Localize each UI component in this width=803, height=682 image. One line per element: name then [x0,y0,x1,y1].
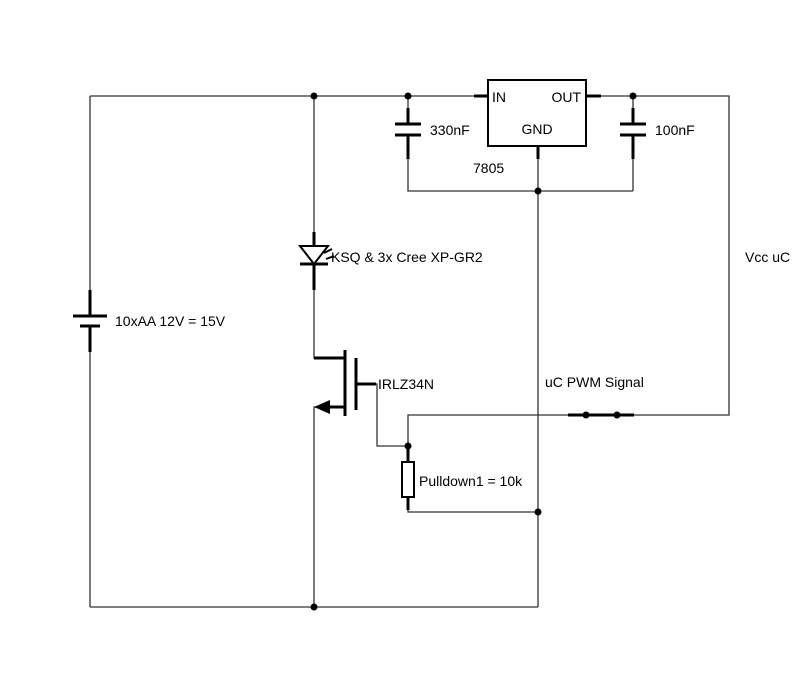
resistor-body [401,461,415,498]
led-label: KSQ & 3x Cree XP-GR2 [331,249,483,265]
pwm-signal-label: uC PWM Signal [545,374,644,390]
mosfet-arrow-icon [314,400,330,414]
connector-pin [582,411,590,419]
regulator-pin-in: IN [492,89,506,105]
pwm-connector: uC PWM Signal [545,374,644,417]
junction-dot [534,508,542,516]
led-triangle-icon [297,245,331,266]
junction-dot [404,92,412,100]
junction-dot [534,187,542,195]
voltage-regulator: IN OUT GND 7805 [473,79,587,176]
mosfet: IRLZ34N [314,350,434,416]
vcc-label: Vcc uC [745,249,790,265]
resistor-label: Pulldown1 = 10k [419,473,523,489]
wires [89,95,730,608]
junction-dot [629,92,637,100]
capacitor-output-label: 100nF [655,122,695,138]
battery-label: 10xAA 12V = 15V [115,313,226,329]
led-emission-arrow-2 [325,255,335,260]
resistor: Pulldown1 = 10k [401,449,523,510]
regulator-pin-gnd: GND [521,121,552,137]
regulator-name: 7805 [473,160,504,176]
led: KSQ & 3x Cree XP-GR2 [297,232,483,290]
regulator-body [487,79,587,147]
regulator-pin-out: OUT [551,89,581,105]
mosfet-label: IRLZ34N [378,376,434,392]
capacitor-input: 330nF [395,108,470,159]
wire-gate [356,383,408,447]
junction-dot [310,92,318,100]
junction-dot [404,442,412,450]
battery: 10xAA 12V = 15V [73,290,226,352]
wire-led-bottom [313,264,345,359]
connector-pin [613,411,621,419]
led-emission-arrow-1 [323,248,333,254]
capacitor-output: 100nF [620,108,695,159]
wire-resistor-bottom [407,497,538,513]
capacitor-input-label: 330nF [430,122,470,138]
junctions [310,92,637,611]
wire-out-rail [586,95,730,416]
wire-mosfet-source [313,406,345,607]
junction-dot [310,603,318,611]
wire-pwm-signal [407,414,586,446]
